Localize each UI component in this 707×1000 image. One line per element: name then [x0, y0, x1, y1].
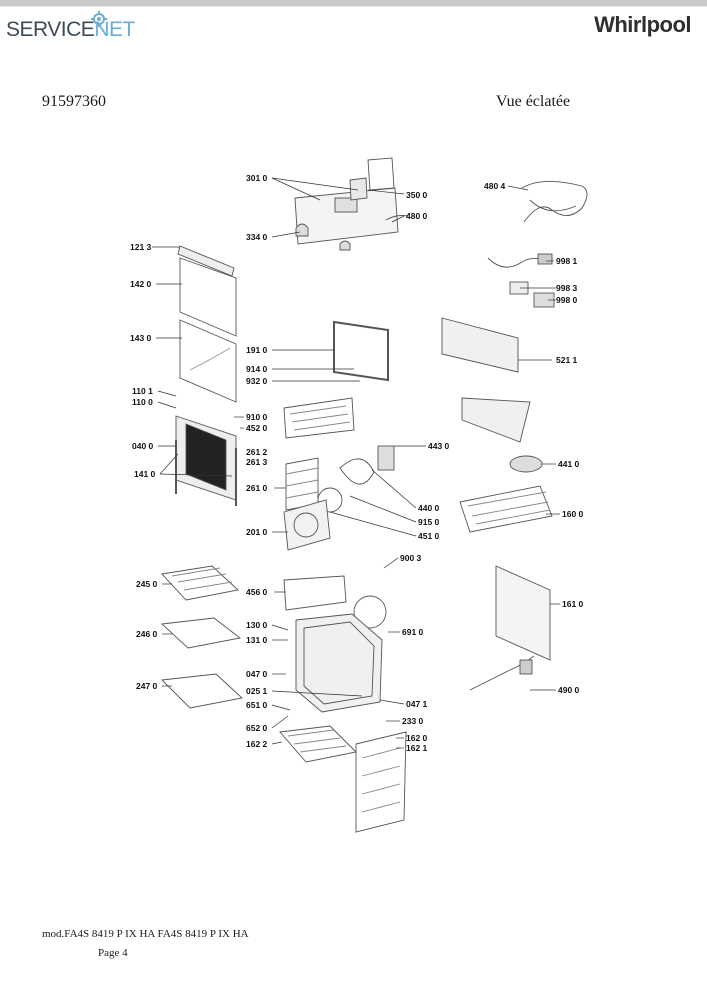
part-label: 191 0 [246, 345, 268, 355]
part-label: 456 0 [246, 587, 268, 597]
part-label: 932 0 [246, 376, 268, 386]
top-cover [461, 397, 531, 443]
part-label: 162 2 [246, 739, 268, 749]
servicenet-logo: SERVICENET [6, 11, 135, 42]
part-label: 998 3 [556, 283, 578, 293]
bottom-grid [279, 725, 357, 763]
control-panel [294, 187, 399, 245]
door-glass-inner [179, 319, 237, 403]
cooling-fan [509, 455, 543, 473]
panel-display [334, 197, 358, 213]
part-label: 162 0 [406, 733, 428, 743]
part-label: 914 0 [246, 364, 268, 374]
wiring-harness [521, 181, 588, 223]
part-label: 441 0 [558, 459, 580, 469]
logo-text-service: SERVICE [6, 18, 95, 41]
part-label: 047 0 [246, 669, 268, 679]
footer-model: mod.FA4S 8419 P IX HA FA4S 8419 P IX HA [42, 928, 249, 940]
panel-module [349, 177, 368, 201]
part-label: 131 0 [246, 635, 268, 645]
part-label: 480 4 [484, 181, 506, 191]
wire-shelf [161, 565, 239, 601]
door-gasket [333, 320, 389, 382]
part-label: 691 0 [402, 627, 424, 637]
panel-bracket [367, 157, 395, 191]
part-label: 261 2 [246, 447, 268, 457]
rear-grid-panel [355, 731, 407, 833]
oven-side-panel [495, 565, 551, 661]
side-rack [285, 457, 319, 511]
part-label: 121 3 [130, 242, 152, 252]
part-label: 443 0 [428, 441, 450, 451]
bottom-heating-element [283, 575, 347, 611]
part-label: 040 0 [132, 441, 154, 451]
grill-heating-element [283, 397, 355, 439]
door-top-profile [177, 245, 235, 277]
part-label: 201 0 [246, 527, 268, 537]
part-label: 451 0 [418, 531, 440, 541]
part-label: 161 0 [562, 599, 584, 609]
part-label: 162 1 [406, 743, 428, 753]
part-label: 900 3 [400, 553, 422, 563]
part-label: 301 0 [246, 173, 268, 183]
part-label: 247 0 [136, 681, 158, 691]
fan-wheel [353, 595, 387, 629]
part-label: 480 0 [406, 211, 428, 221]
part-label: 910 0 [246, 412, 268, 422]
part-label: 998 1 [556, 256, 578, 266]
header-divider [0, 6, 707, 7]
document-number: 91597360 [42, 93, 106, 110]
part-label: 245 0 [136, 579, 158, 589]
part-label: 261 0 [246, 483, 268, 493]
part-label: 652 0 [246, 723, 268, 733]
door-window [185, 423, 227, 491]
part-label: 246 0 [136, 629, 158, 639]
part-label: 110 1 [132, 386, 153, 396]
fan-cover [283, 499, 331, 551]
fan-motor [377, 445, 395, 471]
part-label: 440 0 [418, 503, 440, 513]
part-label: 047 1 [406, 699, 428, 709]
part-label: 143 0 [130, 333, 152, 343]
part-label: 110 0 [132, 397, 153, 407]
part-label: 651 0 [246, 700, 268, 710]
wiring-connector [519, 659, 533, 675]
electronic-board [441, 317, 519, 373]
header-bar [0, 0, 707, 6]
part-label: 334 0 [246, 232, 268, 242]
part-label: 998 0 [556, 295, 578, 305]
part-label: 261 3 [246, 457, 268, 467]
part-label: 160 0 [562, 509, 584, 519]
baking-tray [160, 617, 242, 649]
part-label: 233 0 [402, 716, 424, 726]
part-label: 130 0 [246, 620, 268, 630]
part-label: 490 0 [558, 685, 580, 695]
logo-text-net: NET [94, 18, 135, 41]
door-glass-outer [179, 257, 237, 337]
part-label: 521 1 [556, 355, 578, 365]
oven-cavity [295, 613, 383, 713]
view-title: Vue éclatée [496, 93, 571, 110]
side-grid-rack [459, 485, 553, 533]
cable-plug [537, 253, 553, 265]
whirlpool-logo: Whirlpool [594, 12, 691, 37]
part-label: 915 0 [418, 517, 440, 527]
fan-blade [339, 458, 375, 485]
part-label: 452 0 [246, 423, 268, 433]
cable [385, 215, 409, 221]
page-number: Page 4 [98, 947, 128, 959]
part-label: 025 1 [246, 686, 268, 696]
part-label: 142 0 [130, 279, 152, 289]
gear-icon [91, 11, 107, 27]
knob-2 [339, 240, 351, 251]
drip-tray [161, 673, 243, 709]
part-label: 141 0 [134, 469, 156, 479]
knob [295, 223, 309, 237]
part-label: 350 0 [406, 190, 428, 200]
